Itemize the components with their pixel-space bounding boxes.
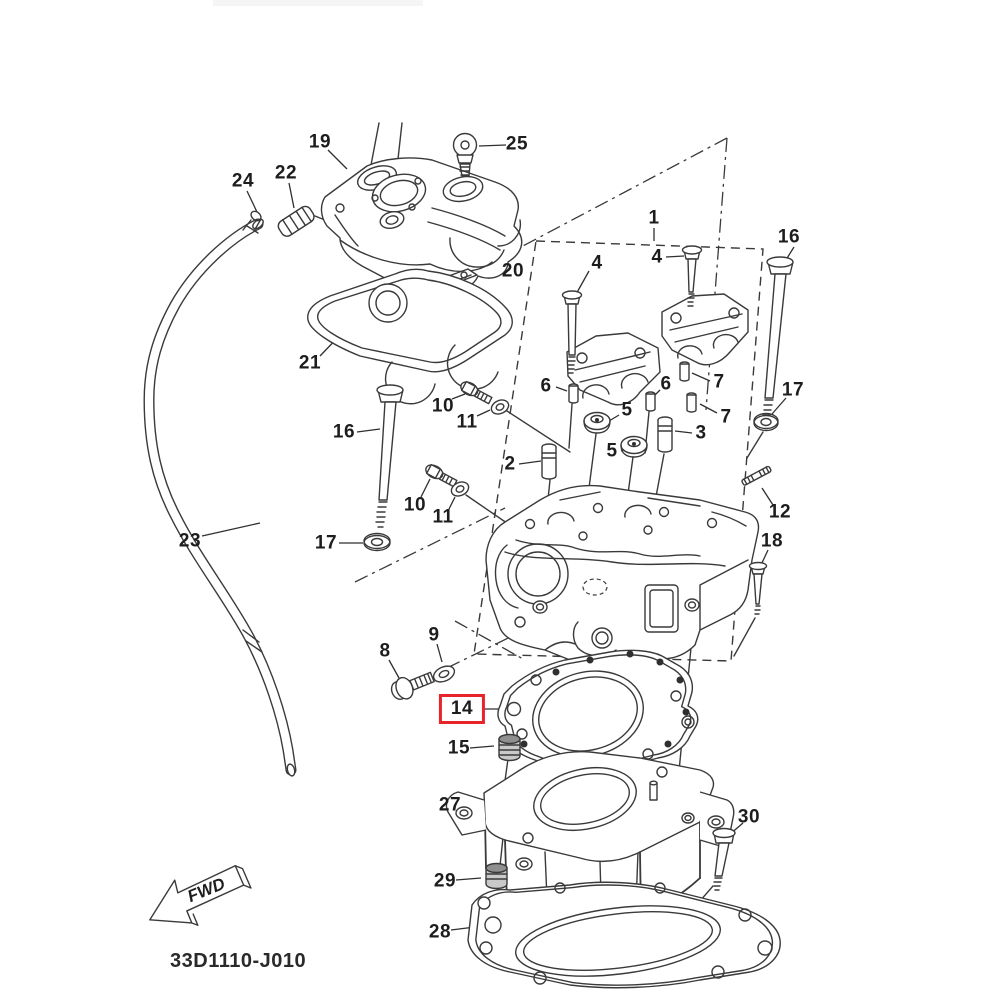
- cam-cap-right: [662, 294, 748, 365]
- cap-bolt-4-left: [563, 291, 582, 373]
- cap-dowel-7-lower: [687, 393, 696, 412]
- part-label-11[interactable]: 11: [456, 411, 478, 433]
- flange-bolt-8: [388, 667, 436, 704]
- base-gasket-28: [468, 882, 780, 987]
- flange-bolt-18: [750, 563, 767, 615]
- part-label-5[interactable]: 5: [621, 399, 633, 421]
- gasket-dowel-hole-14: [508, 703, 521, 716]
- washer-9: [431, 663, 457, 685]
- cylinder-27: [446, 752, 733, 928]
- part-label-1[interactable]: 1: [648, 207, 660, 229]
- valve-cap-5-upper: [584, 413, 610, 434]
- bolt-10-upper: [459, 379, 494, 405]
- part-label-4[interactable]: 4: [591, 252, 603, 274]
- part-label-20[interactable]: 20: [501, 260, 525, 282]
- cover-bolt-25: [454, 134, 477, 177]
- dowel-pin-29: [486, 864, 507, 889]
- part-label-6[interactable]: 6: [660, 373, 672, 395]
- washer-11-lower: [449, 479, 471, 498]
- part-label-8[interactable]: 8: [379, 640, 391, 662]
- part-label-24[interactable]: 24: [231, 170, 255, 192]
- cap-dowel-6-left: [569, 384, 578, 403]
- head-gasket-14: [498, 650, 698, 773]
- part-label-11[interactable]: 11: [432, 506, 454, 528]
- clip-24: [243, 209, 263, 233]
- cap-dowel-6-right: [646, 392, 655, 411]
- stud-bolt-12: [741, 466, 771, 486]
- part-label-29[interactable]: 29: [433, 870, 457, 892]
- cam-cap-left: [567, 333, 660, 405]
- part-label-18[interactable]: 18: [760, 530, 784, 552]
- part-label-10[interactable]: 10: [431, 395, 455, 417]
- valve-cap-5-lower: [621, 437, 647, 458]
- highlighted-part-label-14[interactable]: 14: [438, 694, 486, 724]
- head-bolt-16-left: [376, 385, 403, 527]
- part-label-25[interactable]: 25: [505, 133, 529, 155]
- dowel-pin-15: [499, 735, 520, 761]
- part-label-6[interactable]: 6: [540, 375, 552, 397]
- breather-tube-23: [149, 218, 296, 777]
- part-label-23[interactable]: 23: [178, 530, 202, 552]
- part-label-7[interactable]: 7: [713, 371, 725, 393]
- cap-bolt-4-right: [683, 246, 702, 306]
- cover-gasket-21: [308, 269, 513, 403]
- part-label-2[interactable]: 2: [504, 453, 516, 475]
- fwd-direction-arrow: FWD: [141, 859, 257, 939]
- part-label-17[interactable]: 17: [314, 532, 338, 554]
- cropped-header-remnant: [213, 0, 423, 6]
- grommet-22: [276, 204, 316, 238]
- part-label-17[interactable]: 17: [781, 379, 805, 401]
- part-label-7[interactable]: 7: [720, 406, 732, 428]
- part-label-27[interactable]: 27: [438, 794, 462, 816]
- part-label-5[interactable]: 5: [606, 440, 618, 462]
- washer-17-right: [754, 414, 778, 431]
- part-label-12[interactable]: 12: [768, 501, 792, 523]
- cap-dowel-7-upper: [680, 362, 689, 381]
- head-bolt-16-right: [763, 257, 793, 420]
- part-label-3[interactable]: 3: [695, 422, 707, 444]
- bolt-10-lower: [424, 462, 459, 488]
- part-label-28[interactable]: 28: [428, 921, 452, 943]
- washer-17-left: [364, 534, 390, 551]
- part-label-10[interactable]: 10: [403, 494, 427, 516]
- part-label-30[interactable]: 30: [737, 806, 761, 828]
- part-label-9[interactable]: 9: [428, 624, 440, 646]
- part-label-15[interactable]: 15: [447, 737, 471, 759]
- cylinder-head-cover-19: [321, 158, 521, 293]
- washer-11-upper: [489, 397, 511, 416]
- cylinder-bolt-30: [713, 829, 735, 891]
- part-label-16[interactable]: 16: [332, 421, 356, 443]
- cylinder-head: [486, 486, 758, 673]
- part-label-21[interactable]: 21: [298, 352, 322, 374]
- valve-guide-3: [658, 417, 672, 452]
- part-label-4[interactable]: 4: [651, 246, 663, 268]
- part-label-22[interactable]: 22: [274, 162, 298, 184]
- part-label-19[interactable]: 19: [308, 131, 332, 153]
- valve-guide-2: [542, 444, 556, 479]
- diagram-code: 33D1110-J010: [170, 950, 307, 972]
- part-label-16[interactable]: 16: [777, 226, 801, 248]
